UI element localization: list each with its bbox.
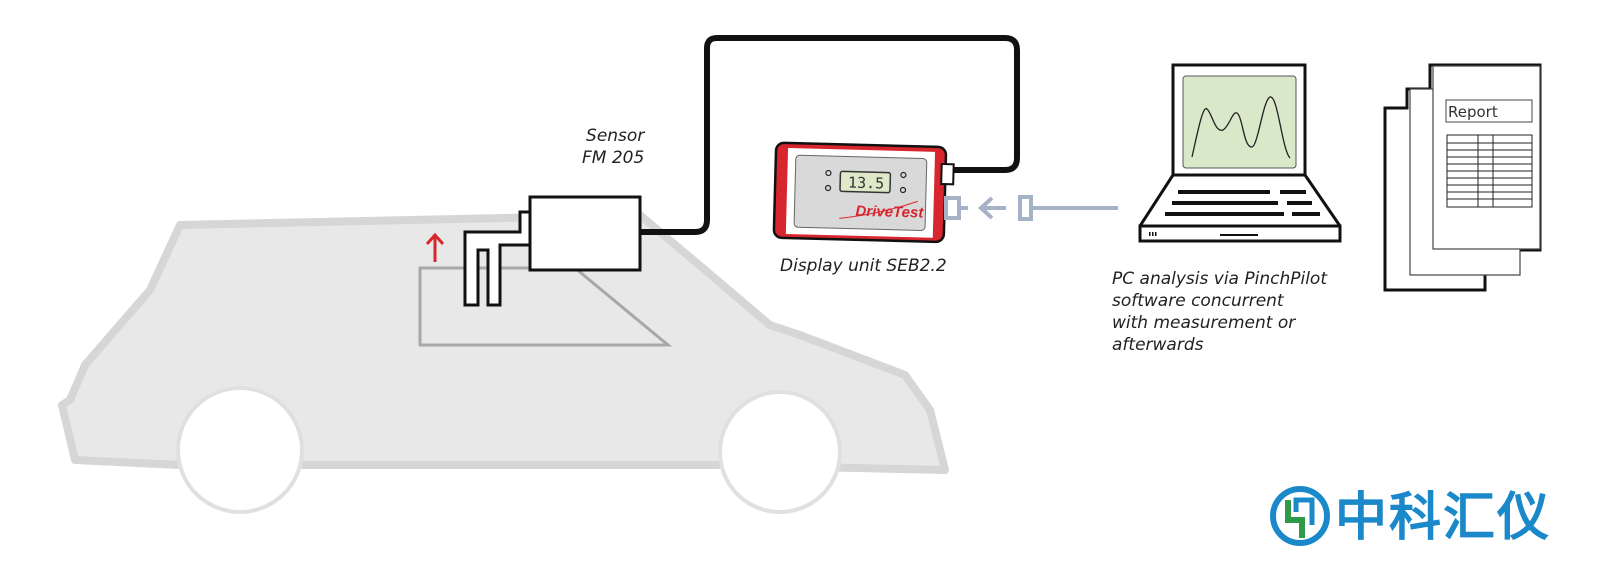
company-logo [1270,486,1330,546]
red-arrow-icon [425,232,445,262]
usb-connector [944,195,1118,221]
pc-label-line: software concurrent [1112,291,1284,311]
front-wheel [718,390,842,514]
cable [640,35,1020,235]
display-unit: 13.5 DriveTest [772,141,955,244]
display-reading: 13.5 [848,174,885,193]
company-logo-text: 中科汇仪 [1335,488,1552,548]
display-label: Display unit SEB2.2 [780,256,947,276]
sensor-label-line: FM 205 [582,148,645,168]
pc-analysis-label: PC analysis via PinchPilot software conc… [1112,268,1327,356]
sensor-fm205 [463,195,642,307]
sensor-label-line: Sensor [586,126,645,146]
laptop-icon [1138,63,1342,243]
car [58,211,949,514]
drivetest-logo: DriveTest [855,203,924,222]
report-title: Report [1448,103,1498,121]
pc-label-line: with measurement or [1112,313,1296,333]
sunroof [418,266,673,347]
sensor-label: Sensor FM 205 [582,125,644,169]
report-icon: Report [1383,63,1542,292]
pc-label-line: afterwards [1112,335,1204,355]
rear-wheel [176,386,304,514]
pc-label-line: PC analysis via PinchPilot [1112,269,1327,289]
